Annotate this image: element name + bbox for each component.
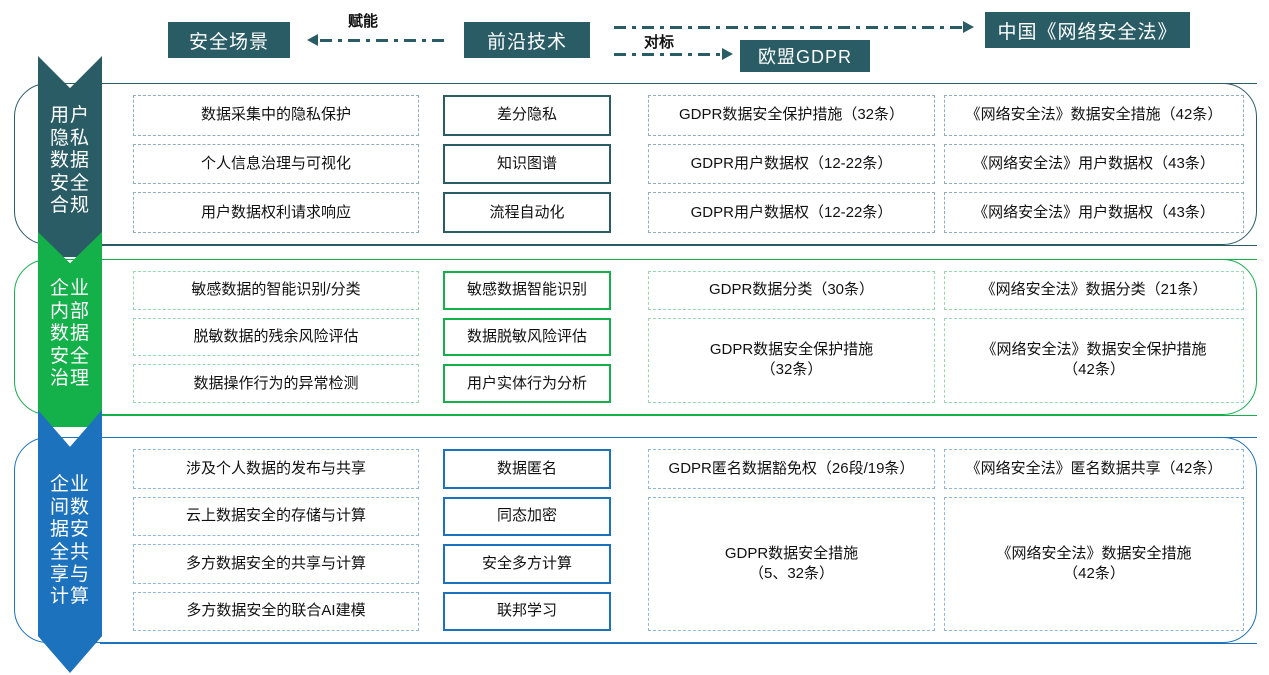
- benchmark-gdpr-dash-line: [614, 53, 724, 56]
- china-cell: 《网络安全法》数据安全保护措施 （42条）: [944, 317, 1244, 403]
- scene-cell: 数据操作行为的异常检测: [133, 364, 419, 403]
- gdpr-cell: GDPR数据安全措施 （5、32条）: [648, 496, 935, 631]
- china-cell: 《网络安全法》数据分类（21条）: [944, 271, 1244, 310]
- row-band-label: 企业 内部 数据 安全 治理: [49, 278, 90, 390]
- scene-cell: 多方数据安全的联合AI建模: [133, 591, 419, 631]
- row-band-user-privacy: 用户 隐私 数据 安全 合规: [38, 56, 102, 257]
- row-top-rule-user-privacy: [100, 83, 1257, 84]
- row-band-label: 用户 隐私 数据 安全 合规: [49, 105, 90, 217]
- row-bottom-rule-user-privacy: [100, 245, 1257, 246]
- enable-arrow-head: [307, 34, 318, 46]
- china-cell: 《网络安全法》数据安全措施 （42条）: [944, 496, 1244, 631]
- tech-cell: 同态加密: [443, 496, 611, 536]
- tech-cell: 数据匿名: [443, 449, 611, 489]
- tech-cell: 数据脱敏风险评估: [443, 317, 611, 357]
- row-band-inter-enterprise-sharing: 企业 间数 据安 全共 享与 计算: [38, 410, 102, 673]
- enable-label: 赋能: [348, 13, 379, 30]
- scene-cell: 数据采集中的隐私保护: [133, 95, 419, 136]
- gdpr-cell: GDPR数据分类（30条）: [648, 271, 935, 310]
- row-top-rule-internal-governance: [100, 259, 1257, 260]
- tech-cell: 用户实体行为分析: [443, 364, 611, 403]
- scene-cell: 敏感数据的智能识别/分类: [133, 271, 419, 310]
- benchmark-china-arrow-head: [963, 21, 974, 33]
- scene-cell: 涉及个人数据的发布与共享: [133, 449, 419, 489]
- header-scene-box: 安全场景: [168, 22, 290, 58]
- gdpr-cell: GDPR数据安全保护措施（32条）: [648, 95, 935, 136]
- gdpr-cell: GDPR数据安全保护措施 （32条）: [648, 317, 935, 403]
- scene-cell: 多方数据安全的共享与计算: [133, 544, 419, 584]
- tech-cell: 敏感数据智能识别: [443, 271, 611, 310]
- china-cell: 《网络安全法》匿名数据共享（42条）: [944, 449, 1244, 489]
- benchmark-gdpr-arrow-head: [722, 48, 733, 60]
- row-bottom-rule-inter-enterprise-sharing: [100, 643, 1257, 644]
- scene-cell: 用户数据权利请求响应: [133, 192, 419, 233]
- enable-dash-line: [320, 39, 450, 42]
- header-tech-box: 前沿技术: [464, 22, 590, 58]
- tech-cell: 知识图谱: [443, 143, 611, 185]
- scene-cell: 云上数据安全的存储与计算: [133, 496, 419, 536]
- benchmark-china-dash-line: [614, 26, 964, 29]
- row-top-rule-inter-enterprise-sharing: [100, 437, 1257, 438]
- gdpr-cell: GDPR用户数据权（12-22条）: [648, 143, 935, 185]
- tech-cell: 差分隐私: [443, 95, 611, 136]
- tech-cell: 流程自动化: [443, 192, 611, 233]
- row-bottom-rule-internal-governance: [100, 415, 1257, 416]
- gdpr-cell: GDPR匿名数据豁免权（26段/19条）: [648, 449, 935, 489]
- header-china-box: 中国《网络安全法》: [985, 12, 1190, 48]
- scene-cell: 脱敏数据的残余风险评估: [133, 317, 419, 357]
- benchmark-label: 对标: [644, 34, 675, 51]
- header-gdpr-box: 欧盟GDPR: [740, 40, 870, 72]
- tech-cell: 安全多方计算: [443, 544, 611, 584]
- scene-cell: 个人信息治理与可视化: [133, 143, 419, 185]
- china-cell: 《网络安全法》用户数据权（43条）: [944, 143, 1244, 185]
- china-cell: 《网络安全法》用户数据权（43条）: [944, 192, 1244, 233]
- tech-cell: 联邦学习: [443, 591, 611, 631]
- gdpr-cell: GDPR用户数据权（12-22条）: [648, 192, 935, 233]
- china-cell: 《网络安全法》数据安全措施（42条）: [944, 95, 1244, 136]
- row-band-label: 企业 间数 据安 全共 享与 计算: [49, 474, 90, 608]
- row-band-internal-governance: 企业 内部 数据 安全 治理: [38, 232, 102, 427]
